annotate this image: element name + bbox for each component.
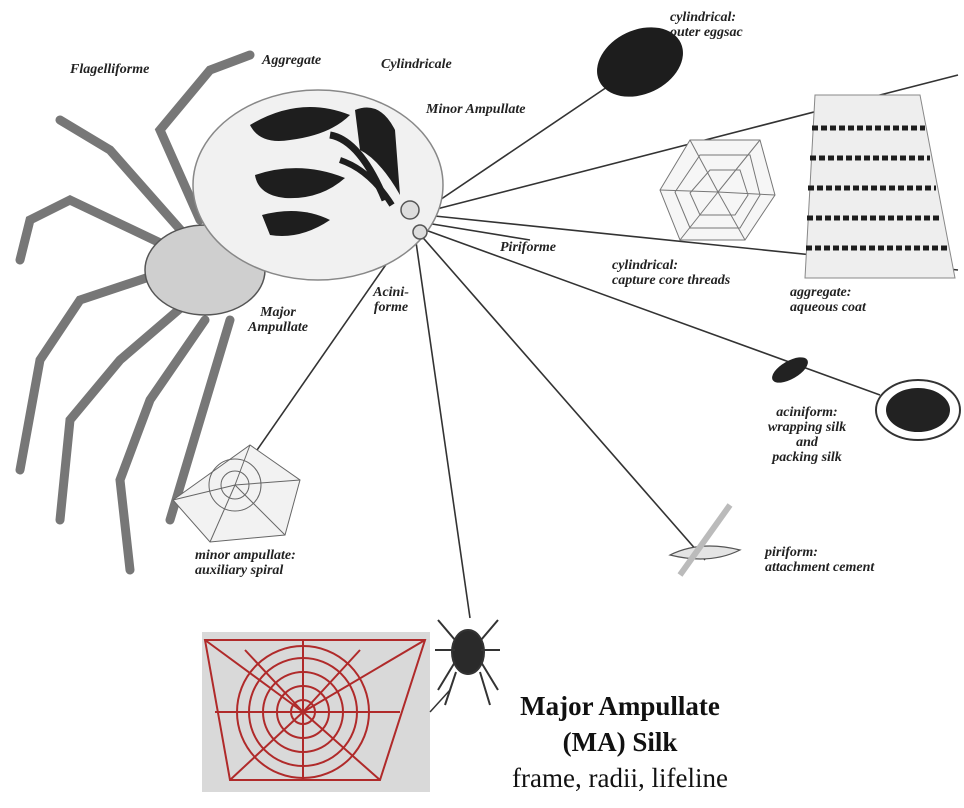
caption-title: Major Ampullate (470, 688, 770, 724)
label-auxiliary-spiral: minor ampullate:auxiliary spiral (195, 548, 296, 578)
label-flagelliforme: Flagelliforme (70, 62, 149, 77)
caption-subtitle: (MA) Silk (470, 724, 770, 760)
label-attachment-cement: piriform:attachment cement (765, 545, 874, 575)
attachment-cement-icon (670, 505, 740, 575)
major-ampullate-caption: Major Ampullate (MA) Silk frame, radii, … (470, 688, 770, 796)
caption-uses: frame, radii, lifeline (470, 760, 770, 796)
label-aciniforme: Acini-forme (366, 285, 416, 315)
label-capture-core-threads: cylindrical:capture core threads (612, 258, 730, 288)
label-piriforme: Piriforme (500, 240, 556, 255)
capture-web-icon (660, 140, 775, 240)
aqueous-coat-panel (805, 95, 955, 278)
ma-web-panel (202, 632, 430, 792)
label-aggregate: Aggregate (262, 53, 321, 68)
label-cylindricale: Cylindricale (381, 57, 452, 72)
label-minor-ampullate: Minor Ampullate (426, 102, 525, 117)
label-aqueous-coat: aggregate:aqueous coat (790, 285, 866, 315)
label-outer-eggsac: cylindrical:outer eggsac (670, 10, 743, 40)
